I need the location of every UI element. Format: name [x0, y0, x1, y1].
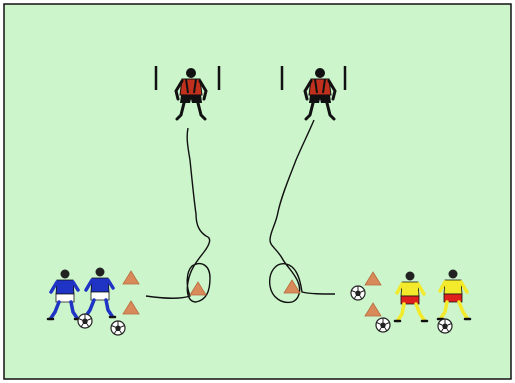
left-goal — [154, 66, 221, 90]
right-goal — [280, 66, 347, 90]
soccer-ball-icon — [77, 313, 93, 329]
soccer-ball-icon — [110, 320, 126, 336]
soccer-ball-icon — [350, 285, 366, 301]
soccer-ball-icon — [437, 318, 453, 334]
dribble-path-left — [145, 127, 211, 303]
soccer-ball-icon — [375, 317, 391, 333]
dribble-path-right — [269, 119, 336, 304]
